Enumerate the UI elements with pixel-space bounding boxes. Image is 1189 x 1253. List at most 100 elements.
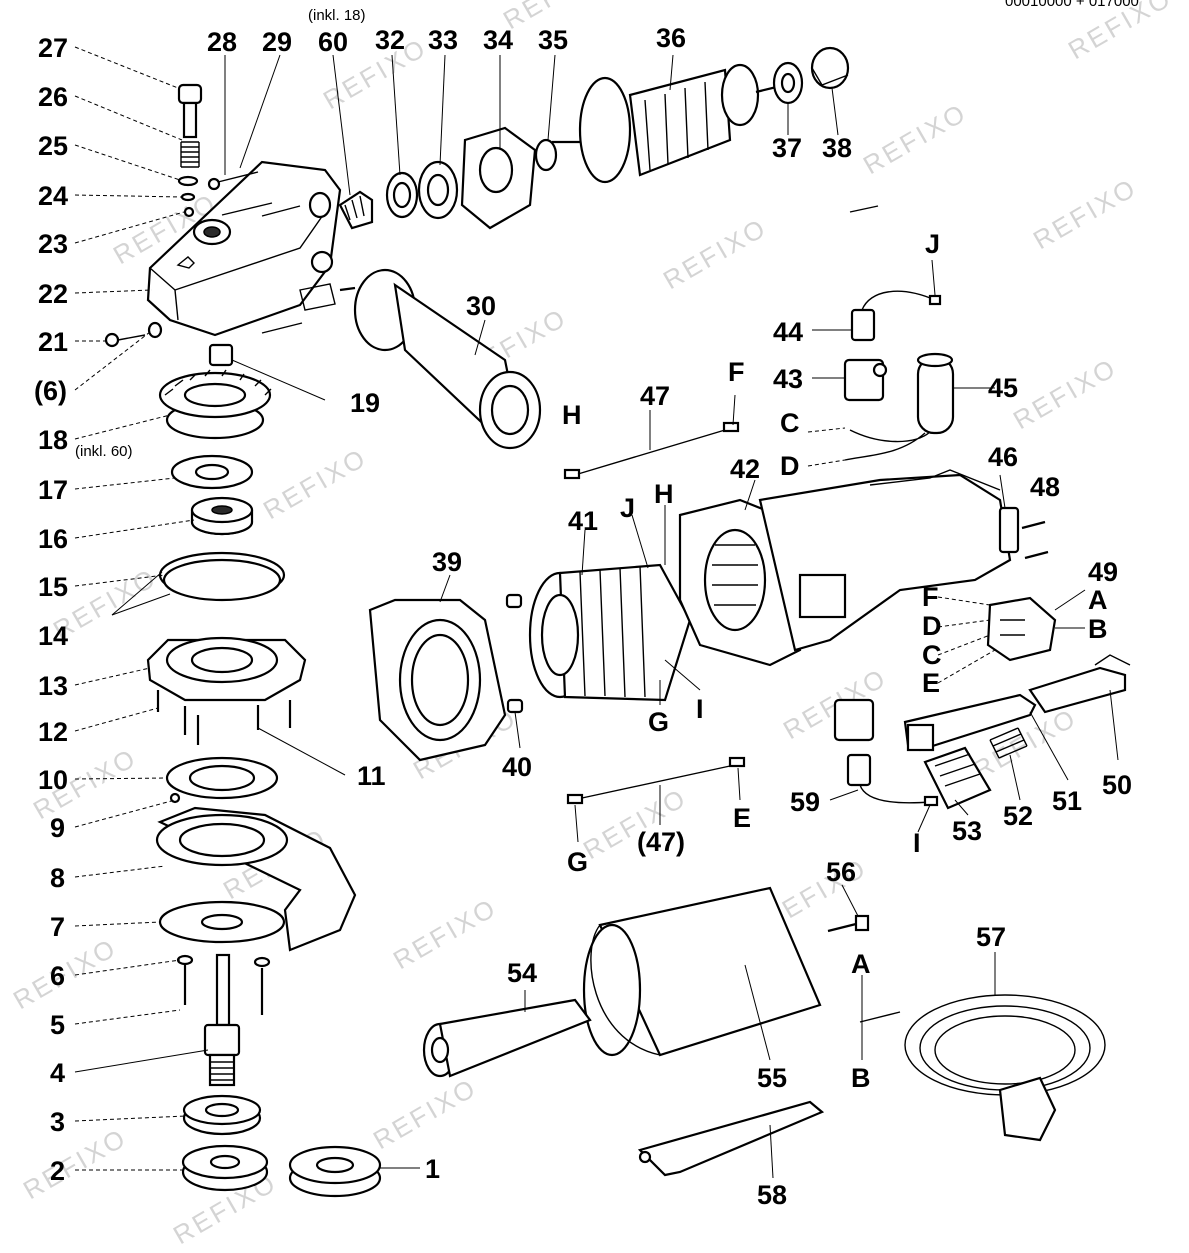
label-42: 42 bbox=[730, 454, 760, 484]
label-48: 48 bbox=[1030, 472, 1060, 502]
label-4: 4 bbox=[50, 1058, 65, 1088]
label-25: 25 bbox=[38, 131, 68, 161]
label-51: 51 bbox=[1052, 786, 1082, 816]
wire-letter-a: A bbox=[1088, 585, 1108, 615]
label-57: 57 bbox=[976, 922, 1006, 952]
label-45: 45 bbox=[988, 373, 1018, 403]
leader-lines bbox=[74, 46, 1119, 1179]
label-49: 49 bbox=[1088, 557, 1118, 587]
part-4-spindle bbox=[203, 953, 241, 1087]
part-46-terminal bbox=[998, 506, 1020, 554]
label-38: 38 bbox=[822, 133, 852, 163]
part-40-pin bbox=[505, 593, 523, 609]
label-47-bracket: (47) bbox=[637, 827, 685, 857]
label-2: 2 bbox=[50, 1156, 65, 1186]
part-13-flange bbox=[146, 636, 307, 702]
arrow-icon bbox=[849, 205, 879, 213]
label-29: 29 bbox=[262, 27, 292, 57]
watermark: REFIXO bbox=[18, 1122, 132, 1205]
label-30: 30 bbox=[466, 291, 496, 321]
wire-letter-c: C bbox=[922, 640, 942, 670]
label-40: 40 bbox=[502, 752, 532, 782]
note-inkl-60: (inkl. 60) bbox=[75, 443, 133, 460]
label-53: 53 bbox=[952, 816, 982, 846]
watermark: REFIXO bbox=[258, 442, 372, 525]
part-1-nut bbox=[288, 1145, 382, 1198]
wire-letter-d: D bbox=[922, 611, 942, 641]
part-34-plate bbox=[460, 126, 537, 230]
part-3-flange bbox=[182, 1094, 262, 1136]
part-21-screw bbox=[104, 321, 163, 348]
label-33: 33 bbox=[428, 25, 458, 55]
watermark: REFIXO bbox=[8, 932, 122, 1015]
part-51-slide bbox=[903, 693, 1037, 752]
label-34: 34 bbox=[483, 25, 513, 55]
label-6-bracket: (6) bbox=[34, 376, 67, 406]
label-28: 28 bbox=[207, 27, 237, 57]
part-44-brush bbox=[850, 290, 942, 342]
label-47: 47 bbox=[640, 381, 670, 411]
label-35: 35 bbox=[538, 25, 568, 55]
part-17-plate bbox=[170, 454, 254, 490]
part-22-gear-housing bbox=[146, 160, 342, 337]
part-5-6-screws bbox=[176, 954, 271, 1015]
label-37: 37 bbox=[772, 133, 802, 163]
part-55-motor-cover bbox=[582, 886, 822, 1057]
label-12: 12 bbox=[38, 717, 68, 747]
wire-letter-g: G bbox=[567, 847, 588, 877]
part-15-ring bbox=[158, 551, 286, 602]
label-3: 3 bbox=[50, 1107, 65, 1137]
wire-letter-d: D bbox=[780, 451, 800, 481]
label-39: 39 bbox=[432, 547, 462, 577]
label-7: 7 bbox=[50, 912, 65, 942]
label-17: 17 bbox=[38, 475, 68, 505]
wire-letter-f: F bbox=[728, 357, 745, 387]
watermark: REFIXO bbox=[1028, 172, 1142, 255]
part-47-wire-bottom bbox=[566, 756, 746, 805]
part-47-wire-top bbox=[563, 421, 740, 480]
wire-letter-b: B bbox=[1088, 614, 1108, 644]
label-19: 19 bbox=[350, 388, 380, 418]
part-60-pinion bbox=[338, 190, 374, 230]
part-53-button bbox=[923, 746, 992, 810]
wire-letter-i: I bbox=[913, 828, 921, 858]
label-16: 16 bbox=[38, 524, 68, 554]
part-25-washer bbox=[177, 175, 199, 187]
part-26-spring bbox=[180, 141, 200, 168]
label-41: 41 bbox=[568, 506, 598, 536]
wire-letter-j: J bbox=[620, 493, 635, 523]
label-11: 11 bbox=[357, 761, 386, 791]
part-40-pin bbox=[506, 698, 524, 714]
label-13: 13 bbox=[38, 671, 68, 701]
label-46: 46 bbox=[988, 442, 1018, 472]
label-6: 6 bbox=[50, 961, 65, 991]
label-21: 21 bbox=[38, 327, 68, 357]
label-14: 14 bbox=[38, 621, 68, 651]
label-59: 59 bbox=[790, 787, 820, 817]
part-12-11-screws bbox=[156, 690, 292, 745]
part-32-bearing bbox=[385, 171, 419, 219]
corner-text: 00010000 + 017000 bbox=[1005, 0, 1139, 10]
label-44: 44 bbox=[773, 317, 803, 347]
label-18: 18 bbox=[38, 425, 68, 455]
part-9-ball bbox=[169, 792, 181, 804]
label-23: 23 bbox=[38, 229, 68, 259]
label-10: 10 bbox=[38, 765, 68, 795]
part-36-armature bbox=[552, 63, 786, 184]
part-42-motor-housing bbox=[678, 469, 1012, 667]
label-26: 26 bbox=[38, 82, 68, 112]
part-8-wheel-guard bbox=[155, 806, 357, 952]
part-24-ring bbox=[180, 192, 196, 202]
label-1: 1 bbox=[425, 1154, 440, 1184]
part-10-perforated-ring bbox=[165, 756, 279, 800]
label-32: 32 bbox=[375, 25, 405, 55]
wire-letter-c: C bbox=[780, 408, 800, 438]
watermark: REFIXO bbox=[368, 1072, 482, 1155]
part-43-brush-holder bbox=[843, 358, 888, 402]
label-54: 54 bbox=[507, 958, 537, 988]
part-33-bearing bbox=[417, 160, 459, 220]
label-60: 60 bbox=[318, 27, 348, 57]
part-19-sleeve bbox=[208, 343, 234, 367]
part-29-screws bbox=[217, 171, 303, 334]
part-48-screws bbox=[1021, 520, 1049, 560]
